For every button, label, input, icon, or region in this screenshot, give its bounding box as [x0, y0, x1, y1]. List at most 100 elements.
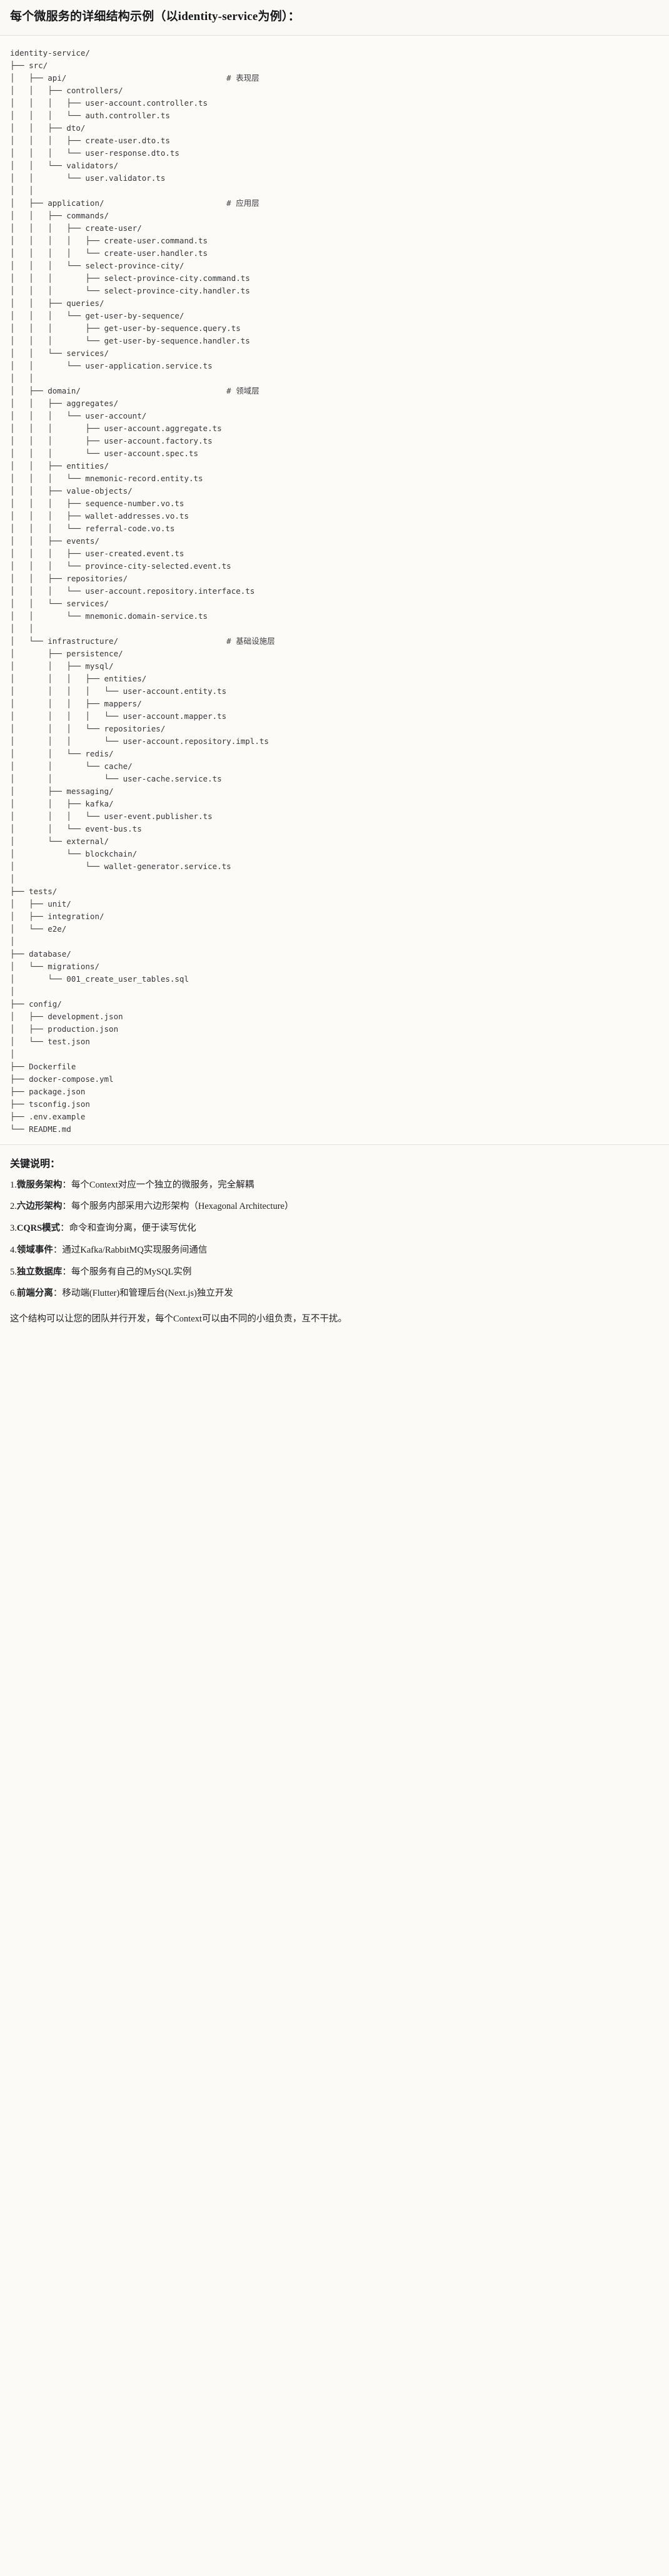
tree-path: │ └── migrations/ [10, 961, 99, 971]
tree-line: │ │ │ └── user-account.repository.impl.t… [10, 735, 659, 748]
tree-line: │ │ │ │ └── create-user.handler.ts [10, 247, 659, 260]
tree-line: │ │ ├── aggregates/ [10, 397, 659, 410]
tree-path: │ │ └── user-application.service.ts [10, 360, 213, 370]
tree-path: │ │ │ └── get-user-by-sequence/ [10, 310, 184, 320]
tree-path: │ │ │ └── referral-code.vo.ts [10, 523, 175, 533]
tree-line: │ [10, 1048, 659, 1061]
tree-path: │ │ ├── kafka/ [10, 798, 114, 808]
key-note-description: 每个Context对应一个独立的微服务，完全解耦 [71, 1179, 254, 1190]
tree-path: ├── tests/ [10, 886, 58, 896]
tree-line: │ │ └── validators/ [10, 160, 659, 172]
key-note-description: 移动端(Flutter)和管理后台(Next.js)独立开发 [62, 1288, 233, 1299]
tree-line: │ │ │ ├── mappers/ [10, 698, 659, 710]
tree-path: │ │ └── redis/ [10, 748, 114, 758]
key-note-number: 6. [10, 1288, 17, 1299]
tree-line: │ │ [10, 372, 659, 385]
tree-line: │ │ └── user.validator.ts [10, 172, 659, 185]
tree-path: │ │ │ ├── user-account.factory.ts [10, 435, 213, 445]
tree-line: ├── database/ [10, 948, 659, 960]
tree-line: │ └── infrastructure/ # 基础设施层 [10, 635, 659, 648]
key-note-separator: ： [53, 1245, 63, 1255]
tree-path: │ ├── api/ [10, 73, 67, 83]
tree-line: │ ├── unit/ [10, 898, 659, 910]
tree-line: │ │ │ └── select-province-city.handler.t… [10, 285, 659, 297]
tree-line: │ │ └── cache/ [10, 760, 659, 773]
key-note-item: 2.六边形架构：每个服务内部采用六边形架构（Hexagonal Architec… [10, 1200, 659, 1214]
key-note-number: 5. [10, 1266, 17, 1277]
key-note-description: 通过Kafka/RabbitMQ实现服务间通信 [62, 1245, 208, 1255]
tree-line: identity-service/ [10, 47, 659, 59]
tree-path: │ │ │ ├── user-account.controller.ts [10, 98, 208, 108]
tree-line: ├── Dockerfile [10, 1061, 659, 1073]
tree-path: │ │ │ ├── sequence-number.vo.ts [10, 498, 184, 508]
tree-line: │ │ ├── value-objects/ [10, 485, 659, 497]
tree-line: │ │ ├── dto/ [10, 122, 659, 135]
tree-line: │ │ │ └── mnemonic-record.entity.ts [10, 472, 659, 485]
tree-path: │ │ ├── commands/ [10, 210, 109, 220]
tree-path: ├── package.json [10, 1086, 86, 1096]
key-note-item: 3.CQRS模式：命令和查询分离，便于读写优化 [10, 1222, 659, 1236]
tree-path: │ │ ├── repositories/ [10, 573, 128, 583]
tree-line: ├── tsconfig.json [10, 1098, 659, 1111]
tree-layer-comment: # 表现层 [66, 73, 259, 83]
tree-path: │ │ └── event-bus.ts [10, 823, 142, 833]
tree-path: │ │ │ └── get-user-by-sequence.handler.t… [10, 335, 250, 345]
key-notes-title: 关键说明： [10, 1158, 61, 1169]
tree-path: │ │ ├── queries/ [10, 298, 104, 308]
tree-path: │ ├── unit/ [10, 899, 71, 909]
tree-path: │ │ │ └── user-event.publisher.ts [10, 811, 213, 821]
tree-line: │ └── e2e/ [10, 923, 659, 935]
tree-layer-comment: # 基础设施层 [118, 636, 275, 646]
tree-path: ├── .env.example [10, 1111, 86, 1121]
tree-line: │ │ ├── commands/ [10, 210, 659, 222]
tree-path: │ │ ├── mysql/ [10, 661, 114, 671]
tree-path: │ │ └── services/ [10, 348, 109, 358]
tree-line: │ [10, 873, 659, 885]
tree-line: └── README.md [10, 1123, 659, 1136]
tree-path: identity-service/ [10, 48, 90, 58]
tree-path: │ │ │ └── select-province-city.handler.t… [10, 285, 250, 295]
tree-path: │ │ │ └── repositories/ [10, 723, 166, 733]
key-note-description: 每个服务有自己的MySQL实例 [71, 1266, 192, 1277]
tree-line: │ │ │ ├── create-user.dto.ts [10, 135, 659, 147]
tree-line: │ └── test.json [10, 1036, 659, 1048]
tree-line: │ └── 001_create_user_tables.sql [10, 973, 659, 985]
directory-tree: identity-service/├── src/│ ├── api/ # 表现… [10, 47, 659, 1136]
tree-layer-comment: # 应用层 [104, 198, 259, 208]
tree-line: │ │ ├── entities/ [10, 460, 659, 472]
tree-line: │ │ ├── queries/ [10, 297, 659, 310]
tree-path: │ ├── production.json [10, 1024, 119, 1034]
directory-tree-block: identity-service/├── src/│ ├── api/ # 表现… [0, 35, 669, 1145]
tree-line: ├── .env.example [10, 1111, 659, 1123]
key-note-separator: ： [62, 1201, 71, 1212]
tree-line: │ │ │ └── referral-code.vo.ts [10, 522, 659, 535]
tree-path: │ ├── development.json [10, 1011, 123, 1021]
tree-line: │ [10, 935, 659, 948]
tree-line: │ │ │ └── repositories/ [10, 723, 659, 735]
tree-line: │ │ └── services/ [10, 347, 659, 360]
tree-line: │ │ │ └── user-account/ [10, 410, 659, 422]
key-note-item: 4.领域事件：通过Kafka/RabbitMQ实现服务间通信 [10, 1244, 659, 1258]
tree-line: │ │ │ └── get-user-by-sequence.handler.t… [10, 335, 659, 347]
tree-path: │ │ ├── entities/ [10, 461, 109, 471]
tree-path: │ │ │ ├── entities/ [10, 673, 147, 683]
tree-path: │ │ │ ├── create-user/ [10, 223, 142, 233]
tree-path: │ [10, 936, 15, 946]
key-note-separator: ： [62, 1266, 71, 1277]
tree-line: │ │ │ ├── user-account.aggregate.ts [10, 422, 659, 435]
tree-line: │ │ │ └── user-response.dto.ts [10, 147, 659, 160]
tree-line: │ ├── production.json [10, 1023, 659, 1036]
tree-line: │ ├── persistence/ [10, 648, 659, 660]
tree-path: │ │ ├── events/ [10, 536, 99, 546]
tree-path: │ │ [10, 373, 34, 383]
tree-line: │ ├── domain/ # 领域层 [10, 385, 659, 397]
key-note-item: 6.前端分离：移动端(Flutter)和管理后台(Next.js)独立开发 [10, 1287, 659, 1301]
tree-path: │ │ │ └── user-account.repository.interf… [10, 586, 255, 596]
tree-path: │ ├── domain/ [10, 385, 81, 395]
tree-line: │ │ │ └── user-account.repository.interf… [10, 585, 659, 598]
tree-path: │ │ [10, 185, 34, 195]
tree-path: │ │ │ └── user-account.repository.impl.t… [10, 736, 269, 746]
tree-path: ├── docker-compose.yml [10, 1074, 114, 1084]
